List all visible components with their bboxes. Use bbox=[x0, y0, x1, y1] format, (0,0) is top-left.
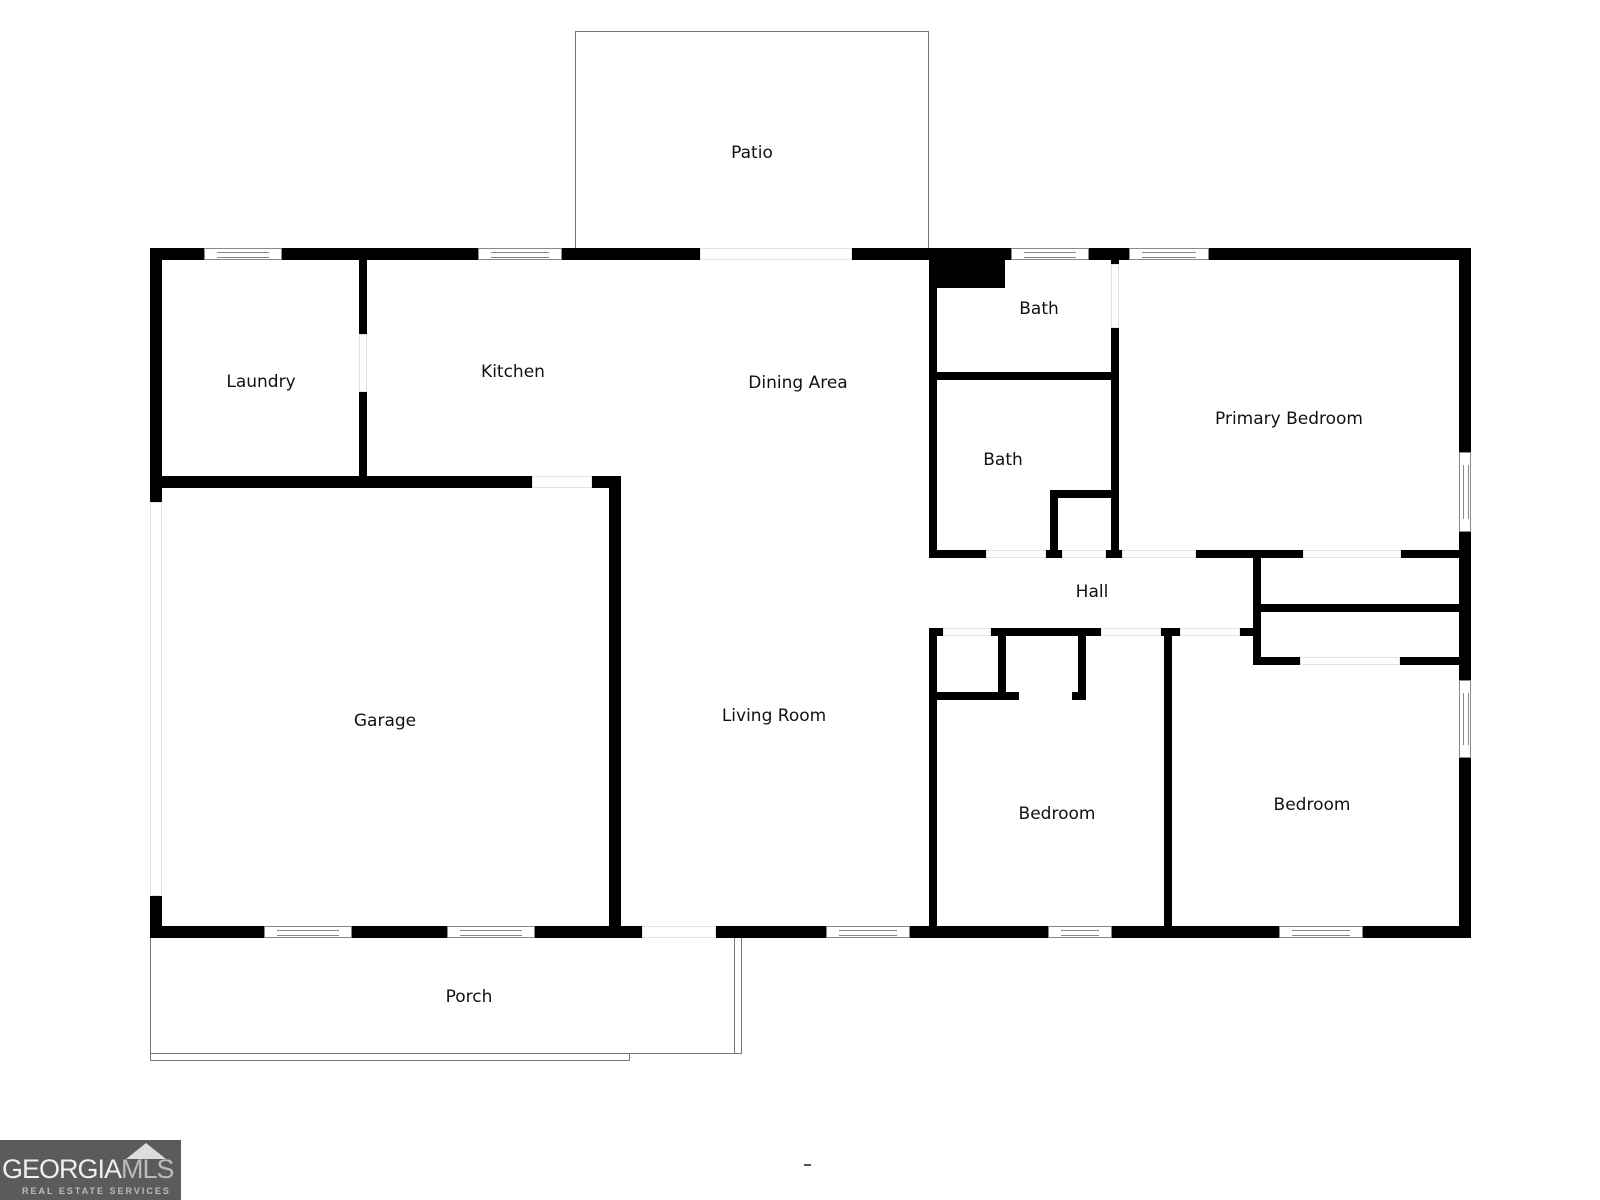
wall-bath-left bbox=[929, 248, 937, 558]
window-bedroom-east bbox=[1459, 680, 1471, 758]
room-label-laundry: Laundry bbox=[226, 372, 296, 392]
room-label-kitchen: Kitchen bbox=[481, 362, 545, 382]
wall-closet-top bbox=[1050, 490, 1116, 498]
bath-chimney-block bbox=[929, 248, 1005, 288]
window-primary-east bbox=[1459, 452, 1471, 532]
room-label-primary-bedroom: Primary Bedroom bbox=[1215, 409, 1363, 429]
window-bath bbox=[1011, 248, 1089, 260]
room-label-bath-2: Bath bbox=[983, 450, 1023, 470]
door-garage-kitchen bbox=[532, 476, 592, 488]
patio-outline bbox=[575, 31, 929, 253]
window-living bbox=[826, 926, 910, 938]
room-label-garage: Garage bbox=[353, 711, 417, 731]
window-bedroom2 bbox=[1279, 926, 1363, 938]
door-closet-b bbox=[1303, 550, 1401, 558]
wall-garage-top bbox=[150, 476, 620, 488]
door-bedroom1 bbox=[1101, 628, 1161, 636]
wall-bedroom1-left bbox=[929, 628, 937, 932]
wall-hall-bottom bbox=[929, 628, 1259, 636]
door-bath2 bbox=[986, 550, 1046, 558]
room-label-bedroom-1: Bedroom bbox=[1018, 804, 1096, 824]
room-label-living-room: Living Room bbox=[721, 706, 827, 726]
logo-wordmark: GEORGIAMLS bbox=[2, 1154, 175, 1184]
room-label-hall: Hall bbox=[1075, 582, 1109, 602]
door-primary bbox=[1122, 550, 1196, 558]
door-closet-c bbox=[1300, 657, 1400, 665]
room-label-dining: Dining Area bbox=[748, 373, 848, 393]
logo-tagline: REAL ESTATE SERVICES bbox=[22, 1186, 171, 1196]
door-laundry bbox=[359, 334, 367, 392]
wall-closet-left bbox=[1050, 490, 1058, 558]
wall-linen-right bbox=[998, 628, 1006, 696]
window-garage-2 bbox=[447, 926, 535, 938]
door-bath-primary bbox=[1111, 264, 1119, 328]
roof-icon bbox=[126, 1143, 166, 1159]
wall-left-upper bbox=[150, 248, 162, 502]
wall-hall-top bbox=[929, 550, 1469, 558]
window-laundry bbox=[204, 248, 282, 260]
door-closet-a bbox=[1062, 550, 1106, 558]
front-door bbox=[642, 926, 716, 938]
scale-mark bbox=[804, 1164, 811, 1166]
wall-right bbox=[1459, 248, 1471, 938]
garage-door-opening bbox=[150, 502, 162, 896]
porch-railing-bottom bbox=[150, 1053, 630, 1061]
wall-left-lower bbox=[150, 896, 162, 936]
wall-bedcloset-stub bbox=[1072, 692, 1086, 700]
window-bedroom1 bbox=[1048, 926, 1112, 938]
room-label-patio: Patio bbox=[731, 143, 773, 163]
window-garage-1 bbox=[264, 926, 352, 938]
patio-door bbox=[700, 248, 852, 260]
porch-railing-side bbox=[734, 936, 742, 1054]
wall-hall-closet-mid bbox=[1253, 604, 1463, 612]
room-label-porch: Porch bbox=[445, 987, 493, 1007]
window-primary bbox=[1129, 248, 1209, 260]
georgia-mls-logo: GEORGIAMLS REAL ESTATE SERVICES bbox=[0, 1140, 181, 1200]
wall-bedcloset-right bbox=[1078, 628, 1086, 700]
room-label-bath-1: Bath bbox=[1019, 299, 1059, 319]
door-bedroom2 bbox=[1180, 628, 1240, 636]
wall-garage-right bbox=[609, 476, 621, 932]
door-linen bbox=[943, 628, 991, 636]
window-kitchen bbox=[478, 248, 562, 260]
room-label-bedroom-2: Bedroom bbox=[1273, 795, 1351, 815]
wall-linen-bottom bbox=[929, 692, 1019, 700]
wall-bath-right bbox=[1111, 248, 1119, 558]
wall-bath-divider bbox=[929, 372, 1113, 380]
wall-bedrooms-divider bbox=[1164, 628, 1172, 932]
